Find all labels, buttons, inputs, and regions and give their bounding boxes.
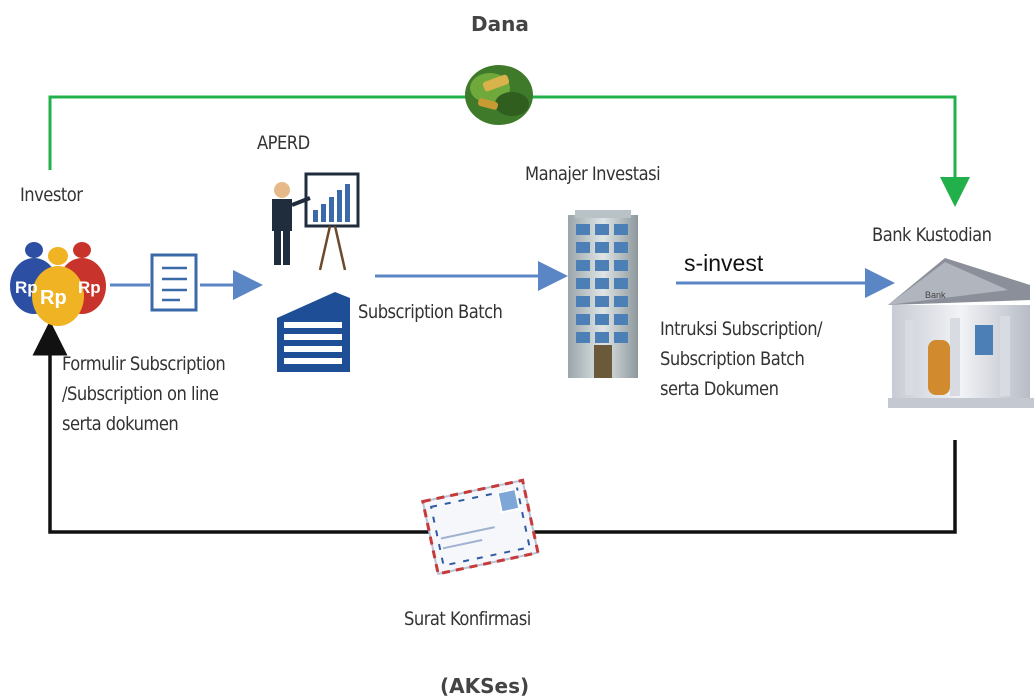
tower-window bbox=[595, 242, 609, 253]
instruksi-subscription-label: Intruksi Subscription/ Subscription Batc… bbox=[660, 318, 823, 400]
tower-window bbox=[614, 260, 628, 271]
tower-window bbox=[576, 242, 590, 253]
tower-window bbox=[576, 278, 590, 289]
tower-window bbox=[614, 224, 628, 235]
tower-window bbox=[595, 278, 609, 289]
investor-money-bags-icon: Rp Rp Rp bbox=[10, 242, 106, 326]
akses-label: (AKSes) bbox=[440, 674, 530, 698]
presenter-chart-icon bbox=[272, 172, 360, 271]
tower-window bbox=[595, 224, 609, 235]
tower-window bbox=[576, 224, 590, 235]
formulir-subscription-label: Formulir Subscription /Subscription on l… bbox=[62, 353, 226, 435]
investor-label: Investor bbox=[20, 184, 83, 206]
aperd-building-icon bbox=[277, 292, 350, 372]
money-bag-text-center: Rp bbox=[40, 287, 67, 309]
tower-window bbox=[614, 242, 628, 253]
tower-window bbox=[614, 296, 628, 307]
tower-window bbox=[595, 332, 609, 343]
tower-window bbox=[595, 314, 609, 325]
bank-kustodian-label: Bank Kustodian bbox=[872, 224, 992, 246]
tower-window bbox=[595, 260, 609, 271]
dana-label: Dana bbox=[471, 12, 529, 36]
tower-window bbox=[614, 332, 628, 343]
tower-window bbox=[614, 278, 628, 289]
tower-window bbox=[614, 314, 628, 325]
bank-kustodian-building-icon: Bank bbox=[888, 258, 1034, 408]
money-bag-icon bbox=[465, 65, 533, 125]
manajer-investasi-building-icon bbox=[568, 210, 638, 378]
subscription-batch-label: Subscription Batch bbox=[358, 301, 503, 323]
tower-window bbox=[576, 314, 590, 325]
envelope-icon bbox=[421, 478, 540, 576]
form-checklist-icon bbox=[150, 253, 198, 312]
tower-window bbox=[576, 332, 590, 343]
money-bag-text-right: Rp bbox=[78, 278, 101, 297]
tower-window bbox=[595, 296, 609, 307]
tower-window bbox=[576, 260, 590, 271]
aperd-label: APERD bbox=[257, 132, 310, 154]
manajer-investasi-label: Manajer Investasi bbox=[525, 163, 661, 185]
surat-konfirmasi-label: Surat Konfirmasi bbox=[404, 608, 531, 630]
money-bag-text-left: Rp bbox=[15, 278, 38, 297]
tower-window bbox=[576, 296, 590, 307]
bank-sign: Bank bbox=[925, 290, 946, 300]
s-invest-label: s-invest bbox=[684, 250, 764, 276]
